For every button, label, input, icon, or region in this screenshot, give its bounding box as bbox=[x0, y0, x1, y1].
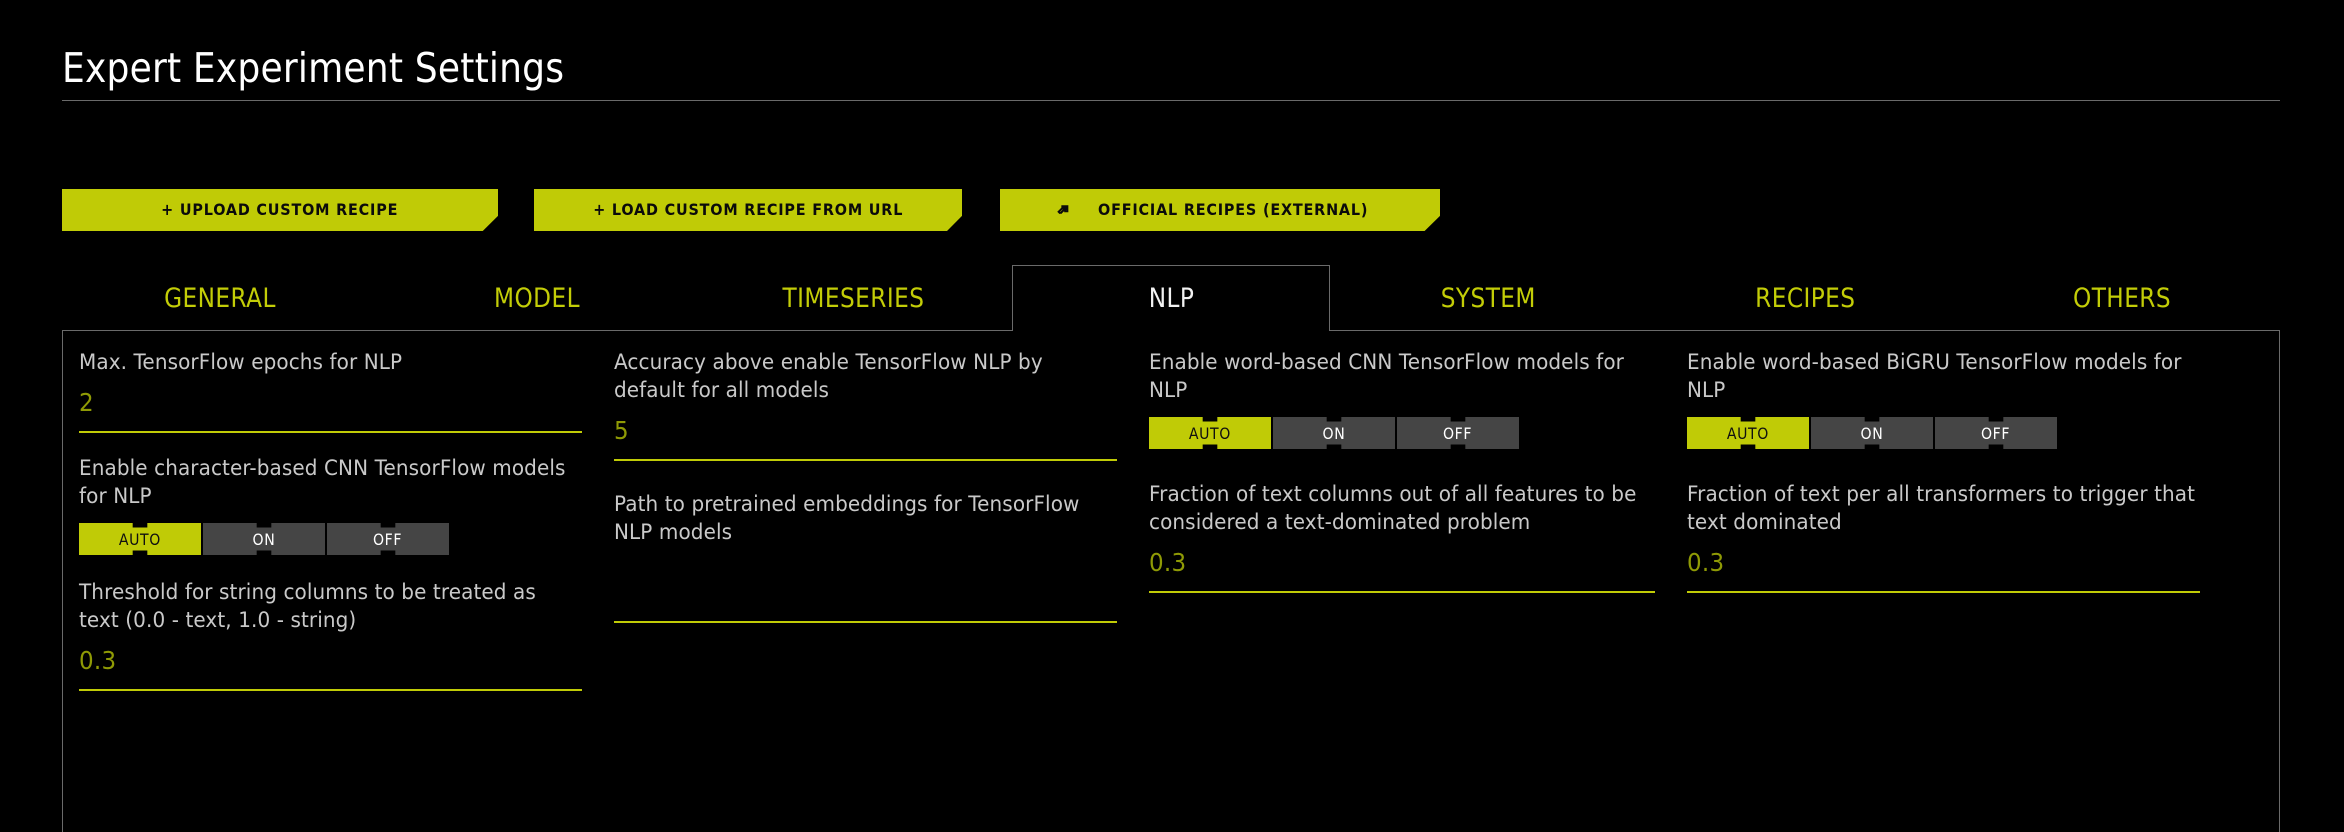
external-link-arrow-icon bbox=[1056, 204, 1070, 217]
segment-auto[interactable]: AUTO bbox=[1687, 417, 1809, 449]
field-accuracy-above-enable-tensorflow-nlp: Accuracy above enable TensorFlow NLP by … bbox=[614, 349, 1117, 461]
segment-on-label: ON bbox=[1860, 423, 1884, 443]
tab-system-label: SYSTEM bbox=[1441, 282, 1537, 314]
field-enable-word-based-cnn-tensorflow-models: Enable word-based CNN TensorFlow models … bbox=[1149, 349, 1655, 449]
text-columns-fraction-input[interactable]: 0.3 bbox=[1149, 547, 1655, 593]
settings-columns: Max. TensorFlow epochs for NLP 2 Enable … bbox=[63, 331, 2279, 713]
segment-off-label: OFF bbox=[1981, 423, 2011, 443]
segment-auto-label: AUTO bbox=[1188, 423, 1232, 443]
tab-timeseries-label: TIMESERIES bbox=[782, 282, 925, 314]
tab-general-label: GENERAL bbox=[164, 282, 277, 314]
segment-auto-label: AUTO bbox=[1726, 423, 1770, 443]
tab-system[interactable]: SYSTEM bbox=[1330, 265, 1647, 331]
word-bigru-segmented-control: AUTO ON OFF bbox=[1687, 417, 2057, 449]
page-title: Expert Experiment Settings bbox=[62, 44, 565, 92]
recipe-action-bar: + UPLOAD CUSTOM RECIPE + LOAD CUSTOM REC… bbox=[62, 189, 1440, 231]
nlp-settings-panel: Max. TensorFlow epochs for NLP 2 Enable … bbox=[62, 330, 2280, 832]
string-columns-threshold-input[interactable]: 0.3 bbox=[79, 645, 582, 691]
segment-off[interactable]: OFF bbox=[327, 523, 449, 555]
tab-others[interactable]: OTHERS bbox=[1963, 265, 2280, 331]
tab-recipes-label: RECIPES bbox=[1755, 282, 1856, 314]
tab-nlp-label: NLP bbox=[1148, 283, 1194, 314]
field-value: 0.3 bbox=[1149, 548, 1187, 577]
segment-off[interactable]: OFF bbox=[1935, 417, 2057, 449]
upload-custom-recipe-button[interactable]: + UPLOAD CUSTOM RECIPE bbox=[62, 189, 498, 231]
field-label: Max. TensorFlow epochs for NLP bbox=[79, 350, 403, 375]
settings-column-3: Enable word-based CNN TensorFlow models … bbox=[1133, 349, 1671, 713]
settings-tab-bar: GENERAL MODEL TIMESERIES NLP SYSTEM RECI… bbox=[62, 265, 2280, 331]
field-max-tensorflow-epochs-for-nlp: Max. TensorFlow epochs for NLP 2 bbox=[79, 349, 582, 433]
segment-auto[interactable]: AUTO bbox=[79, 523, 201, 555]
segment-on-label: ON bbox=[252, 529, 276, 549]
settings-column-4: Enable word-based BiGRU TensorFlow model… bbox=[1671, 349, 2216, 713]
segment-auto[interactable]: AUTO bbox=[1149, 417, 1271, 449]
field-value: 5 bbox=[614, 416, 629, 445]
accuracy-threshold-input[interactable]: 5 bbox=[614, 415, 1117, 461]
text-transformers-fraction-input[interactable]: 0.3 bbox=[1687, 547, 2200, 593]
segment-on[interactable]: ON bbox=[1811, 417, 1933, 449]
settings-column-2: Accuracy above enable TensorFlow NLP by … bbox=[598, 349, 1133, 713]
tab-others-label: OTHERS bbox=[2072, 282, 2171, 314]
tab-nlp[interactable]: NLP bbox=[1011, 265, 1331, 331]
upload-custom-recipe-label: + UPLOAD CUSTOM RECIPE bbox=[161, 200, 399, 219]
field-value: 0.3 bbox=[79, 646, 117, 675]
field-enable-character-based-cnn-tensorflow-models: Enable character-based CNN TensorFlow mo… bbox=[79, 455, 582, 555]
tab-model[interactable]: MODEL bbox=[379, 265, 696, 331]
tab-timeseries[interactable]: TIMESERIES bbox=[695, 265, 1012, 331]
tab-model-label: MODEL bbox=[493, 282, 580, 314]
segment-off[interactable]: OFF bbox=[1397, 417, 1519, 449]
title-divider bbox=[62, 100, 2280, 101]
field-label: Fraction of text per all transformers to… bbox=[1687, 482, 2196, 535]
field-label: Enable word-based CNN TensorFlow models … bbox=[1149, 350, 1624, 403]
field-label: Enable word-based BiGRU TensorFlow model… bbox=[1687, 350, 2182, 403]
page-header: Expert Experiment Settings bbox=[62, 48, 2280, 101]
settings-column-1: Max. TensorFlow epochs for NLP 2 Enable … bbox=[63, 349, 598, 713]
segment-on-label: ON bbox=[1322, 423, 1346, 443]
load-custom-recipe-from-url-button[interactable]: + LOAD CUSTOM RECIPE FROM URL bbox=[534, 189, 962, 231]
segment-auto-label: AUTO bbox=[118, 529, 162, 549]
tab-recipes[interactable]: RECIPES bbox=[1647, 265, 1964, 331]
field-value: 2 bbox=[79, 388, 94, 417]
word-cnn-segmented-control: AUTO ON OFF bbox=[1149, 417, 1519, 449]
character-cnn-segmented-control: AUTO ON OFF bbox=[79, 523, 449, 555]
field-fraction-of-text-columns: Fraction of text columns out of all feat… bbox=[1149, 481, 1655, 593]
field-label: Path to pretrained embeddings for Tensor… bbox=[614, 492, 1080, 545]
field-path-to-pretrained-embeddings: Path to pretrained embeddings for Tensor… bbox=[614, 491, 1117, 623]
segment-on[interactable]: ON bbox=[1273, 417, 1395, 449]
segment-on[interactable]: ON bbox=[203, 523, 325, 555]
tab-general[interactable]: GENERAL bbox=[62, 265, 379, 331]
field-label: Enable character-based CNN TensorFlow mo… bbox=[79, 456, 566, 509]
load-custom-recipe-from-url-label: + LOAD CUSTOM RECIPE FROM URL bbox=[593, 200, 903, 219]
field-label: Fraction of text columns out of all feat… bbox=[1149, 482, 1637, 535]
field-value: 0.3 bbox=[1687, 548, 1725, 577]
segment-off-label: OFF bbox=[1443, 423, 1473, 443]
official-recipes-external-button[interactable]: OFFICIAL RECIPES (EXTERNAL) bbox=[1000, 189, 1440, 231]
official-recipes-external-label: OFFICIAL RECIPES (EXTERNAL) bbox=[1098, 200, 1369, 219]
segment-off-label: OFF bbox=[373, 529, 403, 549]
pretrained-embeddings-path-input[interactable] bbox=[614, 557, 1117, 623]
max-tensorflow-epochs-input[interactable]: 2 bbox=[79, 387, 582, 433]
active-tab-notch bbox=[1013, 331, 1331, 332]
field-fraction-of-text-per-transformers: Fraction of text per all transformers to… bbox=[1687, 481, 2200, 593]
field-enable-word-based-bigru-tensorflow-models: Enable word-based BiGRU TensorFlow model… bbox=[1687, 349, 2200, 449]
field-threshold-for-string-columns-as-text: Threshold for string columns to be treat… bbox=[79, 579, 582, 691]
field-label: Threshold for string columns to be treat… bbox=[79, 580, 536, 633]
field-label: Accuracy above enable TensorFlow NLP by … bbox=[614, 350, 1043, 403]
